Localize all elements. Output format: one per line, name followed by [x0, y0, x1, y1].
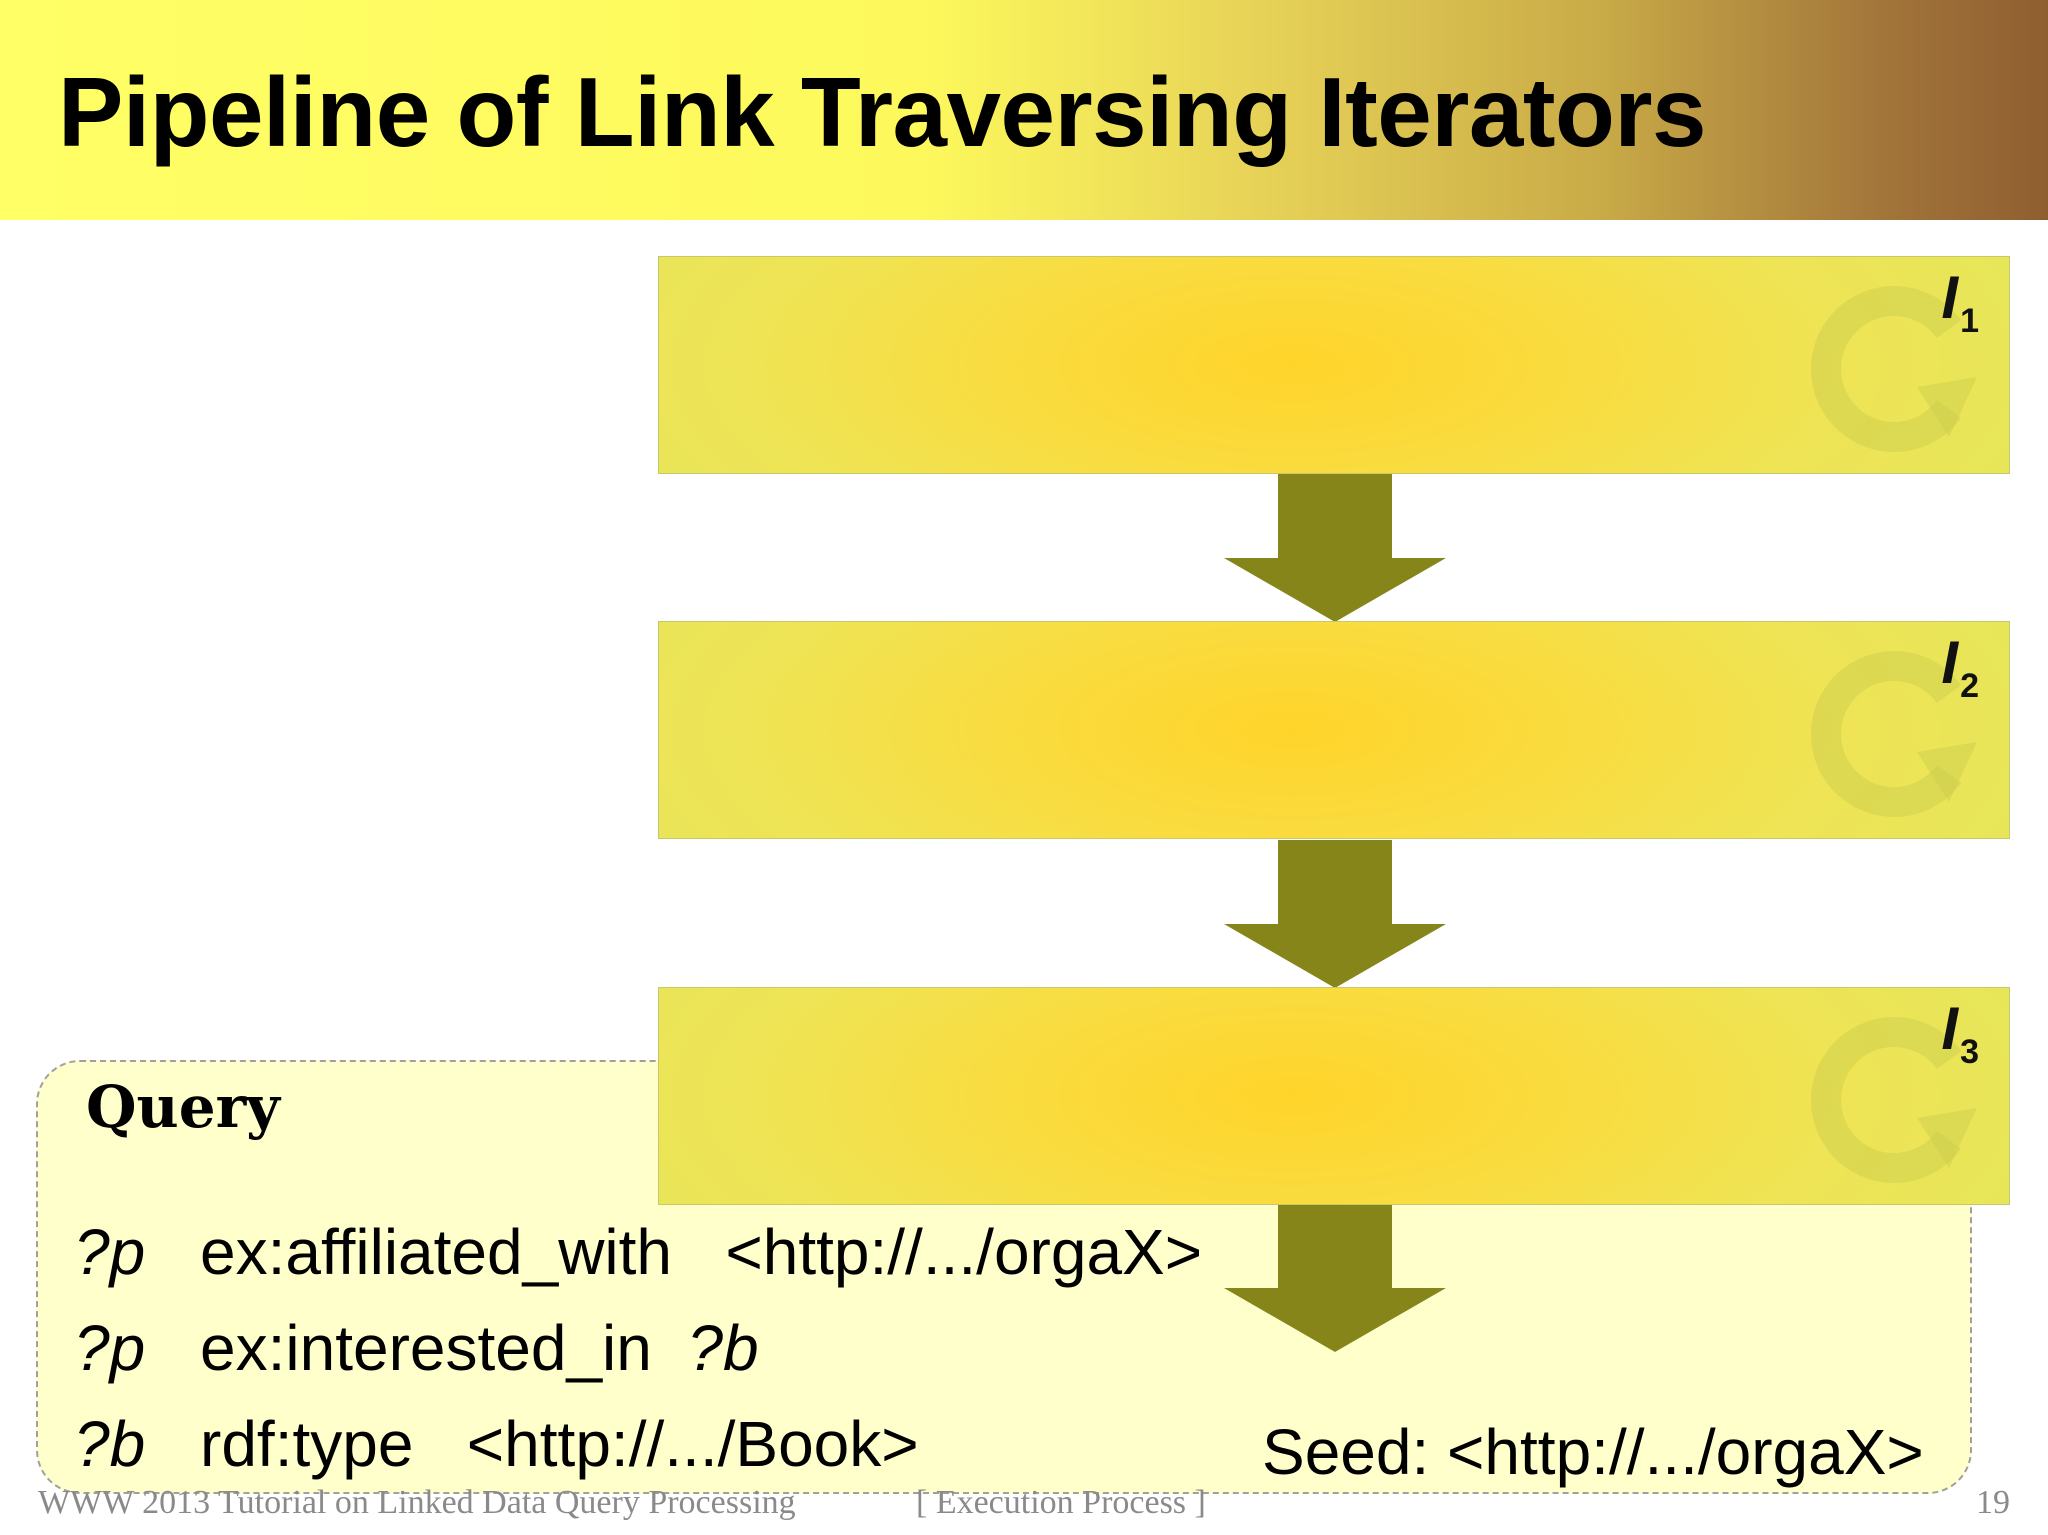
pattern-subject: ?p — [74, 1312, 146, 1384]
pattern-rest: rdf:type <http://.../Book> — [200, 1408, 919, 1480]
iterator-box-1: I1 — [658, 256, 2010, 474]
slide-title: Pipeline of Link Traversing Iterators — [58, 57, 1706, 167]
pattern-predicate: ex:interested_in — [200, 1312, 688, 1384]
query-heading: Query — [86, 1073, 280, 1141]
pattern-rest: ex:affiliated_with <http://.../orgaX> — [200, 1216, 1203, 1288]
iterator-box-2: I2 — [658, 621, 2010, 839]
arrow-down-icon — [1224, 840, 1446, 988]
iterator-label: I2 — [1941, 629, 1979, 705]
pattern-subject: ?p — [74, 1216, 146, 1288]
iterator-label: I3 — [1941, 995, 1979, 1071]
title-bar — [0, 0, 2048, 220]
pattern-subject: ?b — [74, 1408, 146, 1480]
seed-label: Seed: <http://.../orgaX> — [1262, 1416, 1924, 1488]
iterator-label: I1 — [1941, 264, 1979, 340]
refresh-cycle-icon — [1811, 286, 1977, 452]
page-number: 19 — [1976, 1484, 2010, 1521]
pattern-rest: ex:interested_in ?b — [200, 1308, 759, 1388]
arrow-down-icon — [1224, 1204, 1446, 1352]
arrow-down-icon — [1224, 474, 1446, 622]
footer-section: [ Execution Process ] — [916, 1484, 1206, 1521]
refresh-cycle-icon — [1811, 1017, 1977, 1183]
pattern-object: ?b — [687, 1312, 759, 1384]
refresh-cycle-icon — [1811, 651, 1977, 817]
iterator-box-3: I3 — [658, 987, 2010, 1205]
footer-title: WWW 2013 Tutorial on Linked Data Query P… — [38, 1484, 796, 1521]
